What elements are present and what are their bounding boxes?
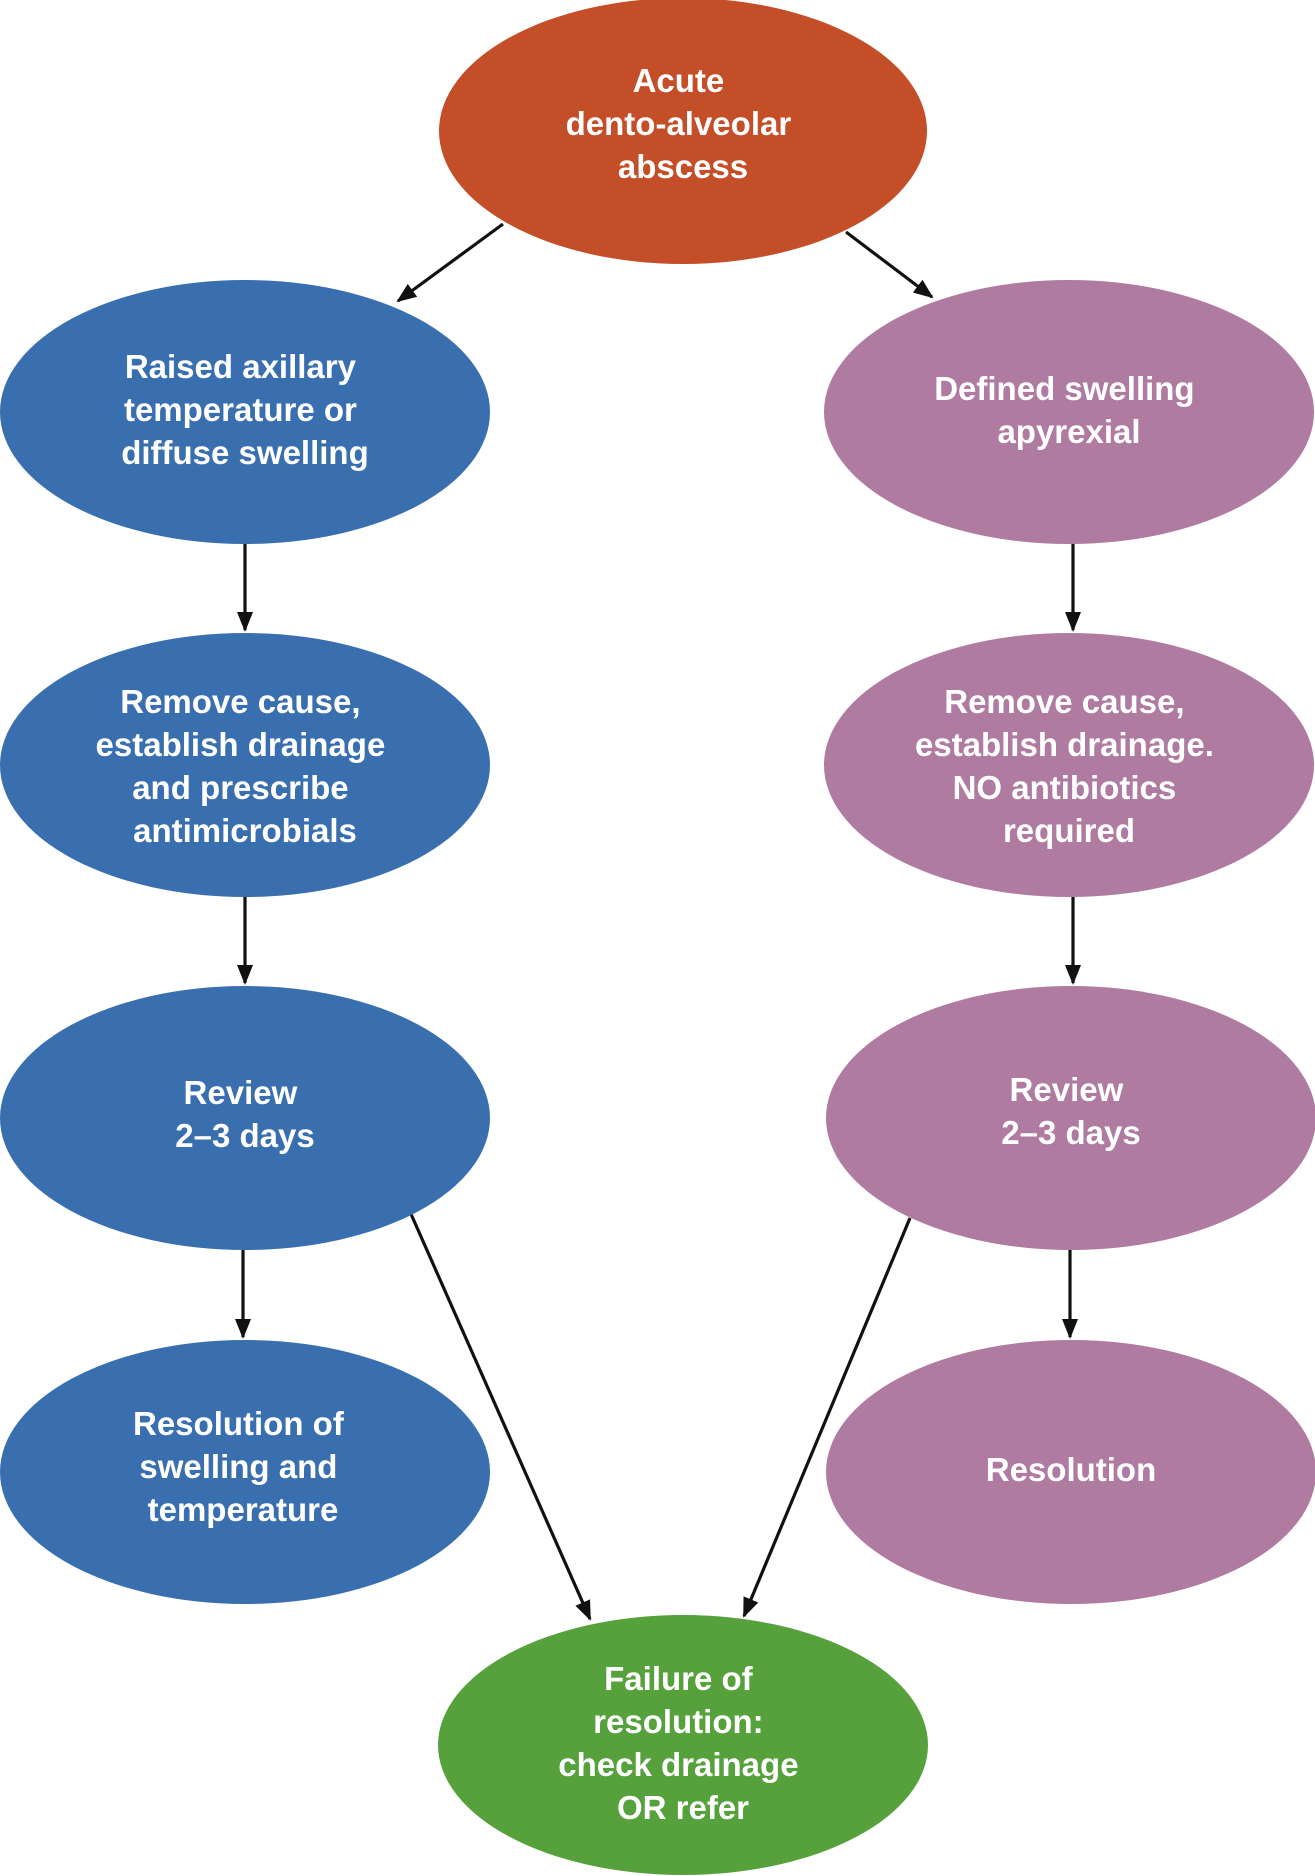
node-left-assess: Raised axillary temperature or diffuse s… — [0, 280, 490, 544]
node-left-treat-shape — [0, 633, 490, 897]
node-left-review-label: Review 2–3 days — [175, 1074, 314, 1154]
node-failure: Failure of resolution: check drainage OR… — [438, 1615, 928, 1875]
edge-left-review-to-failure — [409, 1213, 592, 1621]
node-left-assess-line: Raised axillary — [125, 348, 357, 385]
node-right-review-shape — [826, 986, 1315, 1250]
node-right-resolution-label: Resolution — [986, 1451, 1157, 1488]
node-right-review-line: Review — [1010, 1071, 1124, 1108]
node-left-resolution: Resolution of swelling and temperature — [0, 1340, 490, 1604]
node-right-treat-label: Remove cause, establish drainage. NO ant… — [915, 683, 1223, 849]
node-failure-line: Failure of — [604, 1660, 754, 1697]
node-failure-line: resolution: — [593, 1703, 764, 1740]
node-left-resolution-label: Resolution of swelling and temperature — [133, 1405, 353, 1528]
edge-start-to-left-assess — [396, 222, 504, 303]
node-start-shape — [439, 0, 927, 264]
node-left-assess-line: temperature or — [124, 391, 357, 428]
node-failure-line: check drainage — [558, 1746, 798, 1783]
node-left-resolution-line: temperature — [148, 1491, 339, 1528]
node-left-resolution-line: Resolution of — [133, 1405, 345, 1442]
node-right-resolution-shape — [826, 1340, 1315, 1604]
node-right-treat-line: NO antibiotics — [953, 769, 1177, 806]
node-left-treat-line: and prescribe — [132, 769, 348, 806]
node-right-resolution: Resolution — [826, 1340, 1315, 1604]
node-left-assess-line: diffuse swelling — [121, 434, 369, 471]
node-right-assess: Defined swelling apyrexial — [824, 280, 1314, 544]
node-left-treat: Remove cause, establish drainage and pre… — [0, 633, 490, 897]
edge-right-review-to-failure — [742, 1217, 912, 1618]
node-start-label: Acute dento-alveolar abscess — [566, 62, 801, 185]
node-right-resolution-line: Resolution — [986, 1451, 1157, 1488]
node-left-treat-line: antimicrobials — [133, 812, 357, 849]
node-start-line: Acute — [633, 62, 725, 99]
node-right-review-line: 2–3 days — [1001, 1114, 1140, 1151]
node-right-treat-line: establish drainage. — [915, 726, 1214, 763]
node-right-review-label: Review 2–3 days — [1001, 1071, 1140, 1151]
node-right-treat-line: Remove cause, — [944, 683, 1184, 720]
node-failure-label: Failure of resolution: check drainage OR… — [558, 1660, 807, 1826]
node-right-assess-line: apyrexial — [997, 413, 1140, 450]
node-left-review-line: 2–3 days — [175, 1117, 314, 1154]
node-left-treat-line: establish drainage — [96, 726, 386, 763]
node-left-assess-shape — [0, 280, 490, 544]
edge-start-to-right-assess — [845, 230, 934, 299]
node-right-assess-line: Defined swelling — [934, 370, 1194, 407]
node-left-review-shape — [0, 986, 490, 1250]
node-failure-line: OR refer — [617, 1789, 749, 1826]
node-right-assess-label: Defined swelling apyrexial — [934, 370, 1204, 450]
node-start-line: abscess — [618, 148, 748, 185]
node-failure-shape — [438, 1615, 928, 1875]
node-left-resolution-shape — [0, 1340, 490, 1604]
node-left-resolution-line: swelling and — [139, 1448, 337, 1485]
node-start-line: dento-alveolar — [566, 105, 792, 142]
node-left-treat-label: Remove cause, establish drainage and pre… — [96, 683, 395, 849]
node-left-review-line: Review — [184, 1074, 298, 1111]
node-start: Acute dento-alveolar abscess — [439, 0, 927, 264]
node-right-treat: Remove cause, establish drainage. NO ant… — [824, 633, 1314, 897]
node-left-treat-line: Remove cause, — [120, 683, 360, 720]
node-right-treat-line: required — [1003, 812, 1135, 849]
node-right-treat-shape — [824, 633, 1314, 897]
node-left-review: Review 2–3 days — [0, 986, 490, 1250]
node-right-assess-shape — [824, 280, 1314, 544]
edges-layer — [235, 222, 1081, 1621]
node-right-review: Review 2–3 days — [826, 986, 1315, 1250]
node-left-assess-label: Raised axillary temperature or diffuse s… — [121, 348, 369, 471]
